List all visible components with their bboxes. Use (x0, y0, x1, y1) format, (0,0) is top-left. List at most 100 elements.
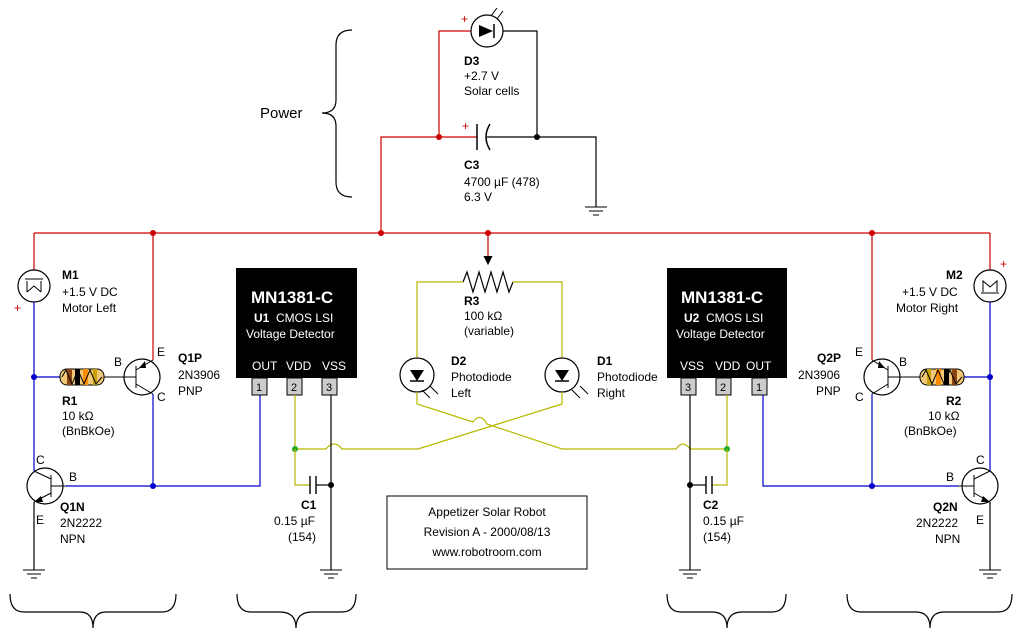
u1-pin3-label: VSS (322, 359, 346, 373)
junction-rail-c3 (378, 230, 384, 236)
ground-q2n-icon (979, 569, 1001, 579)
u2-line1: CMOS LSI (706, 311, 763, 325)
q1n-type: NPN (60, 532, 85, 546)
wire-q1n-base (66, 395, 261, 487)
wire-d3-right (503, 30, 538, 137)
wire-c3-right (487, 136, 597, 207)
title-line1: Appetizer Solar Robot (428, 505, 546, 519)
c1-name: C1 (301, 498, 317, 512)
q2p-e: E (855, 345, 863, 359)
c3-plus: + (462, 119, 469, 133)
q1p-e: E (157, 345, 165, 359)
motor-m1-symbol (26, 281, 42, 293)
r3-desc: (variable) (464, 324, 514, 338)
q2p-arrow-icon (878, 361, 885, 368)
d2-desc1: Photodiode (451, 370, 512, 384)
d3-value: +2.7 V (464, 69, 499, 83)
junction-c3-left (436, 134, 442, 140)
c3-name: C3 (464, 158, 480, 172)
d2-desc2: Left (451, 386, 472, 400)
r1-resistor-icon (59, 368, 105, 386)
r3-wiper-icon (483, 255, 493, 266)
q2p-c: C (855, 390, 864, 404)
title-box (386, 495, 588, 570)
m1-desc: Motor Left (62, 301, 117, 315)
m2-value: +1.5 V DC (902, 285, 958, 299)
power-label: Power (260, 105, 303, 122)
wire-r3-left (416, 281, 463, 357)
m1-name: M1 (62, 268, 79, 282)
u2-pin3-num: 3 (685, 382, 691, 394)
u2-pin3 (680, 377, 697, 396)
q2p-part: 2N3906 (798, 368, 840, 382)
ground-u1-icon (320, 569, 342, 579)
ground-u2-icon (679, 569, 701, 579)
c3-plate-neg (485, 123, 491, 151)
q2n-b: B (946, 470, 954, 484)
q2n-arrow-icon (981, 496, 990, 502)
q2p-name: Q2P (817, 351, 841, 365)
u2-title: MN1381-C (681, 288, 763, 307)
junction-c1-gnd (328, 482, 334, 488)
wire-r3-right (513, 281, 563, 357)
r2-value: 10 kΩ (928, 409, 960, 423)
r1-name: R1 (62, 394, 78, 408)
q2p-b: B (899, 355, 907, 369)
r3-zigzag (462, 269, 514, 295)
q2n-name: Q2N (933, 500, 958, 514)
junction-m2-r2 (987, 374, 993, 380)
d3-plus: + (461, 12, 468, 26)
r2-code: (BnBkOe) (904, 424, 957, 438)
d1-desc2: Right (597, 386, 626, 400)
r3-name: R3 (464, 294, 480, 308)
ground-c3-icon (585, 206, 607, 216)
q1p-part: 2N3906 (178, 368, 220, 382)
c1-value: 0.15 µF (274, 514, 315, 528)
power-brace (321, 29, 353, 198)
wire-c1-left (294, 449, 310, 486)
solar-diode-triangle (479, 25, 493, 37)
d1-name: D1 (597, 354, 613, 368)
wire-q2n-base (762, 395, 958, 487)
u1-pin1-label: OUT (252, 359, 278, 373)
d1-triangle (555, 370, 569, 381)
u1-pin3-num: 3 (326, 382, 332, 394)
d2-triangle (410, 370, 424, 381)
d2-name: D2 (451, 354, 467, 368)
r1-value: 10 kΩ (62, 409, 94, 423)
wire-c2-right (712, 449, 728, 486)
wire-d3-left (438, 30, 472, 137)
c1-code: (154) (288, 530, 316, 544)
u1-pin1-num: 1 (256, 382, 262, 394)
u2-chip (667, 268, 787, 378)
u2-ref: U2 (684, 311, 700, 325)
m1-plus: + (14, 301, 21, 315)
r3-value: 100 kΩ (464, 309, 502, 323)
junction-q2n-base (869, 483, 875, 489)
c2-name: C2 (703, 498, 719, 512)
u1-ref: U1 (254, 311, 270, 325)
brace-left-motor (9, 593, 177, 629)
q1n-e: E (36, 513, 44, 527)
solar-light-arrows-icon (490, 7, 504, 20)
u1-line2: Voltage Detector (246, 327, 335, 341)
u2-pin3-label: VSS (680, 359, 704, 373)
r2-resistor-icon (919, 368, 965, 386)
wire-d1-to-u1 (294, 392, 563, 450)
d1-desc1: Photodiode (597, 370, 658, 384)
title-line2: Revision A - 2000/08/13 (424, 525, 551, 539)
u2-line2: Voltage Detector (676, 327, 765, 341)
u1-pin2-num: 2 (291, 382, 297, 394)
q2n-part: 2N2222 (916, 516, 958, 530)
brace-left-detector (236, 593, 357, 629)
ground-q1n-icon (23, 569, 45, 579)
q1p-c: C (157, 390, 166, 404)
r2-name: R2 (946, 394, 962, 408)
d3-desc: Solar cells (464, 84, 519, 98)
c3-value: 4700 µF (478) (464, 175, 540, 189)
u1-pin3 (321, 377, 338, 396)
q2n-type: NPN (935, 532, 960, 546)
c2-value: 0.15 µF (703, 514, 744, 528)
m2-name: M2 (946, 268, 963, 282)
junction-c3-right (534, 134, 540, 140)
